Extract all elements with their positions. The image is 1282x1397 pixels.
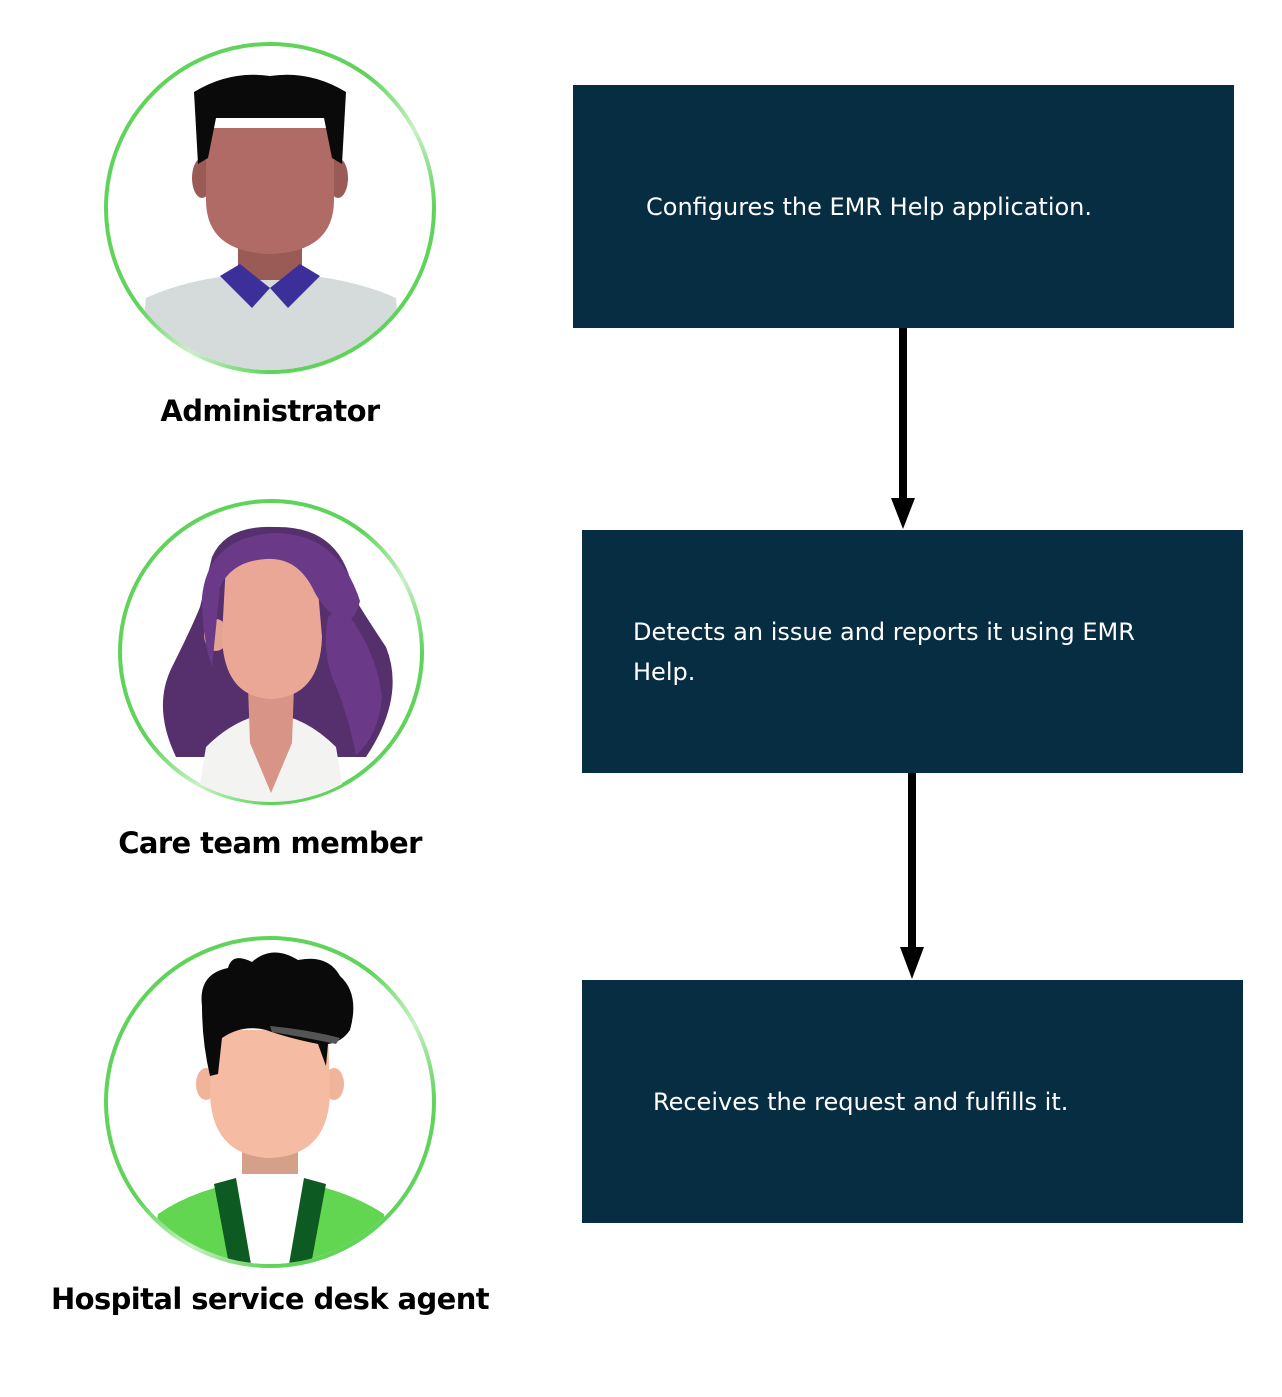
step-text-fulfill: Receives the request and fulfills it. bbox=[653, 1087, 1069, 1116]
step-box-fulfill: Receives the request and fulfills it. bbox=[582, 980, 1243, 1223]
role-label-care-team-member: Care team member bbox=[118, 826, 422, 860]
arrow-report-to-fulfill bbox=[897, 773, 927, 980]
role-label-hospital-service-desk-agent: Hospital service desk agent bbox=[50, 1282, 490, 1316]
step-box-configure: Configures the EMR Help application. bbox=[573, 85, 1234, 328]
administrator-avatar-icon bbox=[102, 40, 438, 376]
role-label-administrator: Administrator bbox=[160, 394, 380, 428]
service-desk-agent-avatar-icon bbox=[102, 934, 438, 1270]
step-text-report-issue: Detects an issue and reports it using EM… bbox=[633, 617, 1135, 686]
care-team-member-avatar-icon bbox=[116, 497, 426, 807]
arrow-configure-to-report bbox=[888, 328, 918, 530]
step-box-report-issue: Detects an issue and reports it using EM… bbox=[582, 530, 1243, 773]
step-text-configure: Configures the EMR Help application. bbox=[646, 192, 1093, 221]
